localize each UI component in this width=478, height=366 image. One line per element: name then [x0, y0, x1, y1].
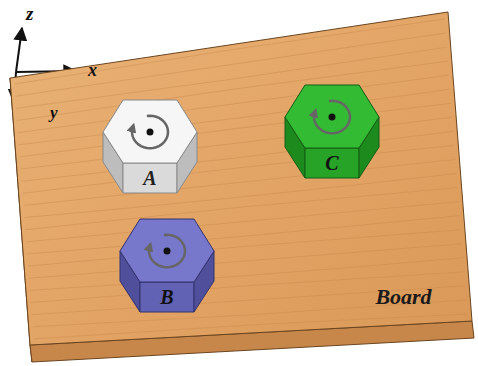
axis-dot — [147, 129, 154, 136]
axis-label-box: z — [26, 4, 33, 23]
nut-letter: C — [305, 148, 359, 178]
board-label: Board — [375, 286, 431, 308]
axis-label: y — [50, 104, 58, 121]
axis-dot — [164, 248, 171, 255]
hex-nut — [120, 219, 214, 312]
part-letter: C — [325, 153, 338, 173]
hex-nut — [103, 100, 197, 193]
axis-dot — [329, 114, 336, 121]
part-letter: B — [160, 287, 173, 307]
nut-block: A — [100, 95, 200, 195]
axis-label: x — [88, 61, 97, 79]
board-label: Board — [372, 283, 435, 311]
board-shape — [10, 12, 474, 362]
part-letter: A — [143, 168, 156, 188]
axis-label-box: x — [88, 61, 97, 79]
axis-label: z — [26, 4, 33, 23]
hex-nut — [285, 85, 379, 178]
rotation-arrow — [149, 235, 185, 267]
nut-block: B — [117, 214, 217, 314]
nut-letter: B — [140, 282, 194, 312]
nut-letter: A — [123, 163, 177, 193]
rotation-arrow — [314, 101, 350, 133]
nut-block: C — [282, 80, 382, 180]
axis-label-box: y — [50, 104, 58, 121]
rotation-arrow — [132, 116, 168, 148]
